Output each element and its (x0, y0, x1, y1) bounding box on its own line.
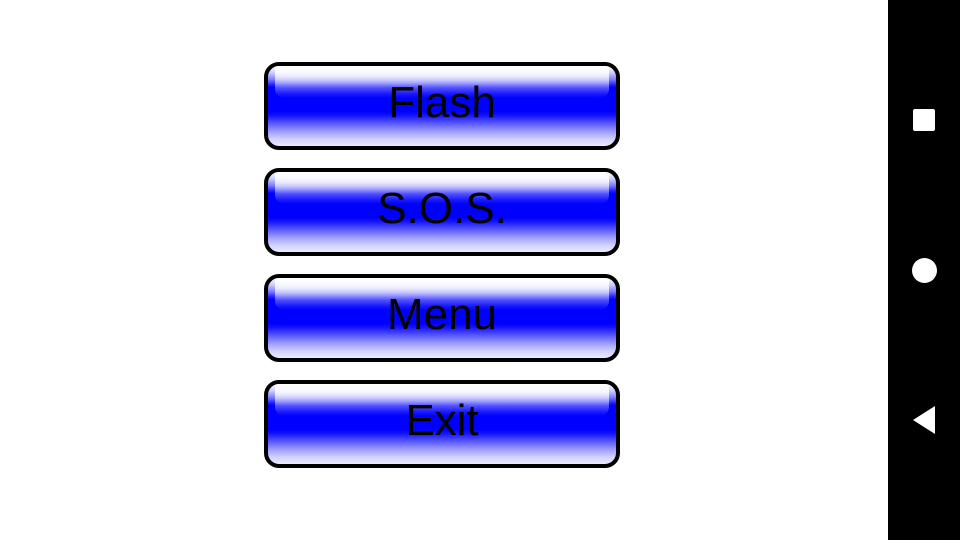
triangle-left-icon (913, 406, 935, 434)
button-gloss-highlight (275, 172, 609, 204)
menu-button[interactable]: Menu (264, 274, 620, 362)
flash-button[interactable]: Flash (264, 62, 620, 150)
exit-button-label: Exit (405, 396, 479, 445)
android-navigation-bar (888, 0, 960, 540)
app-content-area: Flash S.O.S. Menu Exit (264, 62, 620, 468)
menu-button-label: Menu (386, 290, 498, 339)
recent-apps-button[interactable] (888, 90, 960, 150)
back-button[interactable] (888, 390, 960, 450)
exit-button[interactable]: Exit (264, 380, 620, 468)
sos-button-label: S.O.S. (377, 184, 507, 233)
sos-button[interactable]: S.O.S. (264, 168, 620, 256)
circle-icon (911, 257, 937, 283)
home-button[interactable] (888, 240, 960, 300)
button-stack: Flash S.O.S. Menu Exit (264, 62, 620, 468)
flash-button-label: Flash (388, 78, 496, 127)
button-gloss-highlight (275, 278, 609, 310)
square-icon (913, 109, 935, 131)
button-gloss-highlight (275, 384, 609, 416)
button-gloss-highlight (275, 66, 609, 98)
